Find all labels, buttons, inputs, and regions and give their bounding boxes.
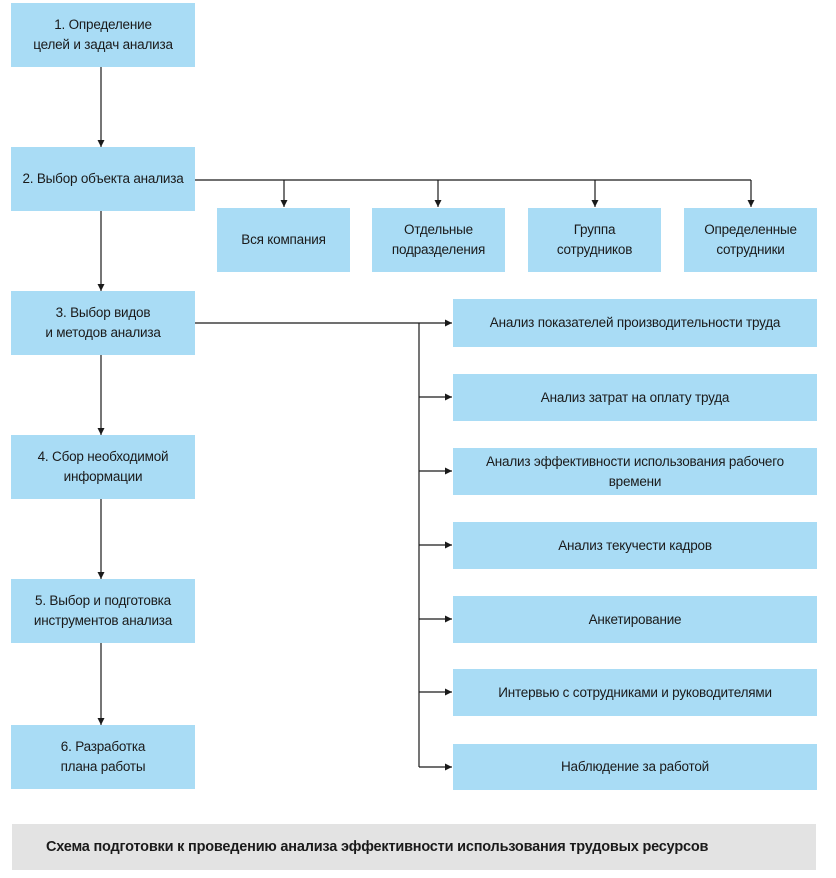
method-box-7: Наблюдение за работой: [453, 744, 817, 790]
method-box-1: Анализ показателей производительности тр…: [453, 299, 817, 347]
method-box-3: Анализ эффективности использования рабоч…: [453, 448, 817, 495]
diagram-caption: Схема подготовки к проведению анализа эф…: [12, 824, 816, 870]
method-box-4: Анализ текучести кадров: [453, 522, 817, 569]
method-box-6: Интервью с сотрудниками и руководителями: [453, 669, 817, 716]
method-box-5: Анкетирование: [453, 596, 817, 643]
object-box-4: Определенные сотрудники: [684, 208, 817, 272]
method-box-2: Анализ затрат на оплату труда: [453, 374, 817, 421]
object-box-1: Вся компания: [217, 208, 350, 272]
step-2-box: 2. Выбор объекта анализа: [11, 147, 195, 211]
object-box-3: Группа сотрудников: [528, 208, 661, 272]
step-6-box: 6. Разработка плана работы: [11, 725, 195, 789]
step-4-box: 4. Сбор необходимой информации: [11, 435, 195, 499]
step-1-box: 1. Определение целей и задач анализа: [11, 3, 195, 67]
step-5-box: 5. Выбор и подготовка инструментов анали…: [11, 579, 195, 643]
step-3-box: 3. Выбор видов и методов анализа: [11, 291, 195, 355]
object-box-2: Отдельные подразделения: [372, 208, 505, 272]
